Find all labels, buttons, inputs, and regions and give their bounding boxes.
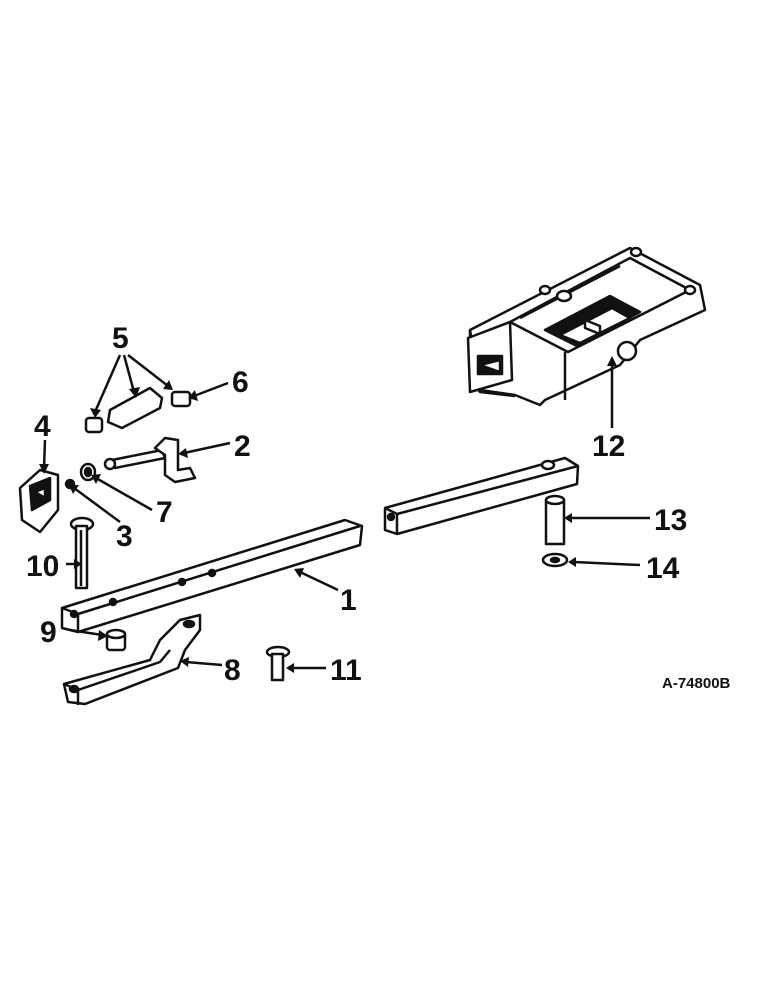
drawing-number: A-74800B — [662, 675, 731, 692]
part-14-washer — [541, 552, 569, 568]
callout-2: 2 — [234, 430, 251, 463]
leader-lines — [39, 354, 650, 673]
callout-5: 5 — [112, 322, 129, 355]
callout-10: 10 — [26, 550, 59, 583]
part-13-sleeve-pin — [544, 494, 566, 546]
part-6-ferrule — [170, 390, 192, 408]
part-4-clip — [18, 468, 60, 534]
part-11-bolt — [265, 645, 291, 682]
part-5-grip — [84, 386, 164, 434]
callout-11: 11 — [330, 654, 362, 687]
callout-14: 14 — [646, 552, 680, 585]
callout-1: 1 — [340, 584, 357, 617]
part-2-pin-bracket — [103, 436, 197, 484]
callout-8: 8 — [224, 654, 241, 687]
part-1-drawbar — [60, 518, 364, 634]
part-8-offset-bar — [62, 613, 202, 706]
part-7-washer — [79, 462, 97, 482]
callout-3: 3 — [116, 520, 133, 553]
part-9-bushing — [105, 628, 127, 652]
callout-6: 6 — [232, 366, 249, 399]
callout-9: 9 — [40, 616, 57, 649]
callout-7: 7 — [156, 496, 173, 529]
callout-13: 13 — [654, 504, 687, 537]
callout-4: 4 — [34, 410, 51, 443]
part-12-drawbar-support — [466, 246, 707, 407]
part-1-drawbar-rear — [383, 456, 580, 536]
callout-12: 12 — [592, 430, 625, 463]
part-10-hitch-pin — [69, 516, 95, 590]
